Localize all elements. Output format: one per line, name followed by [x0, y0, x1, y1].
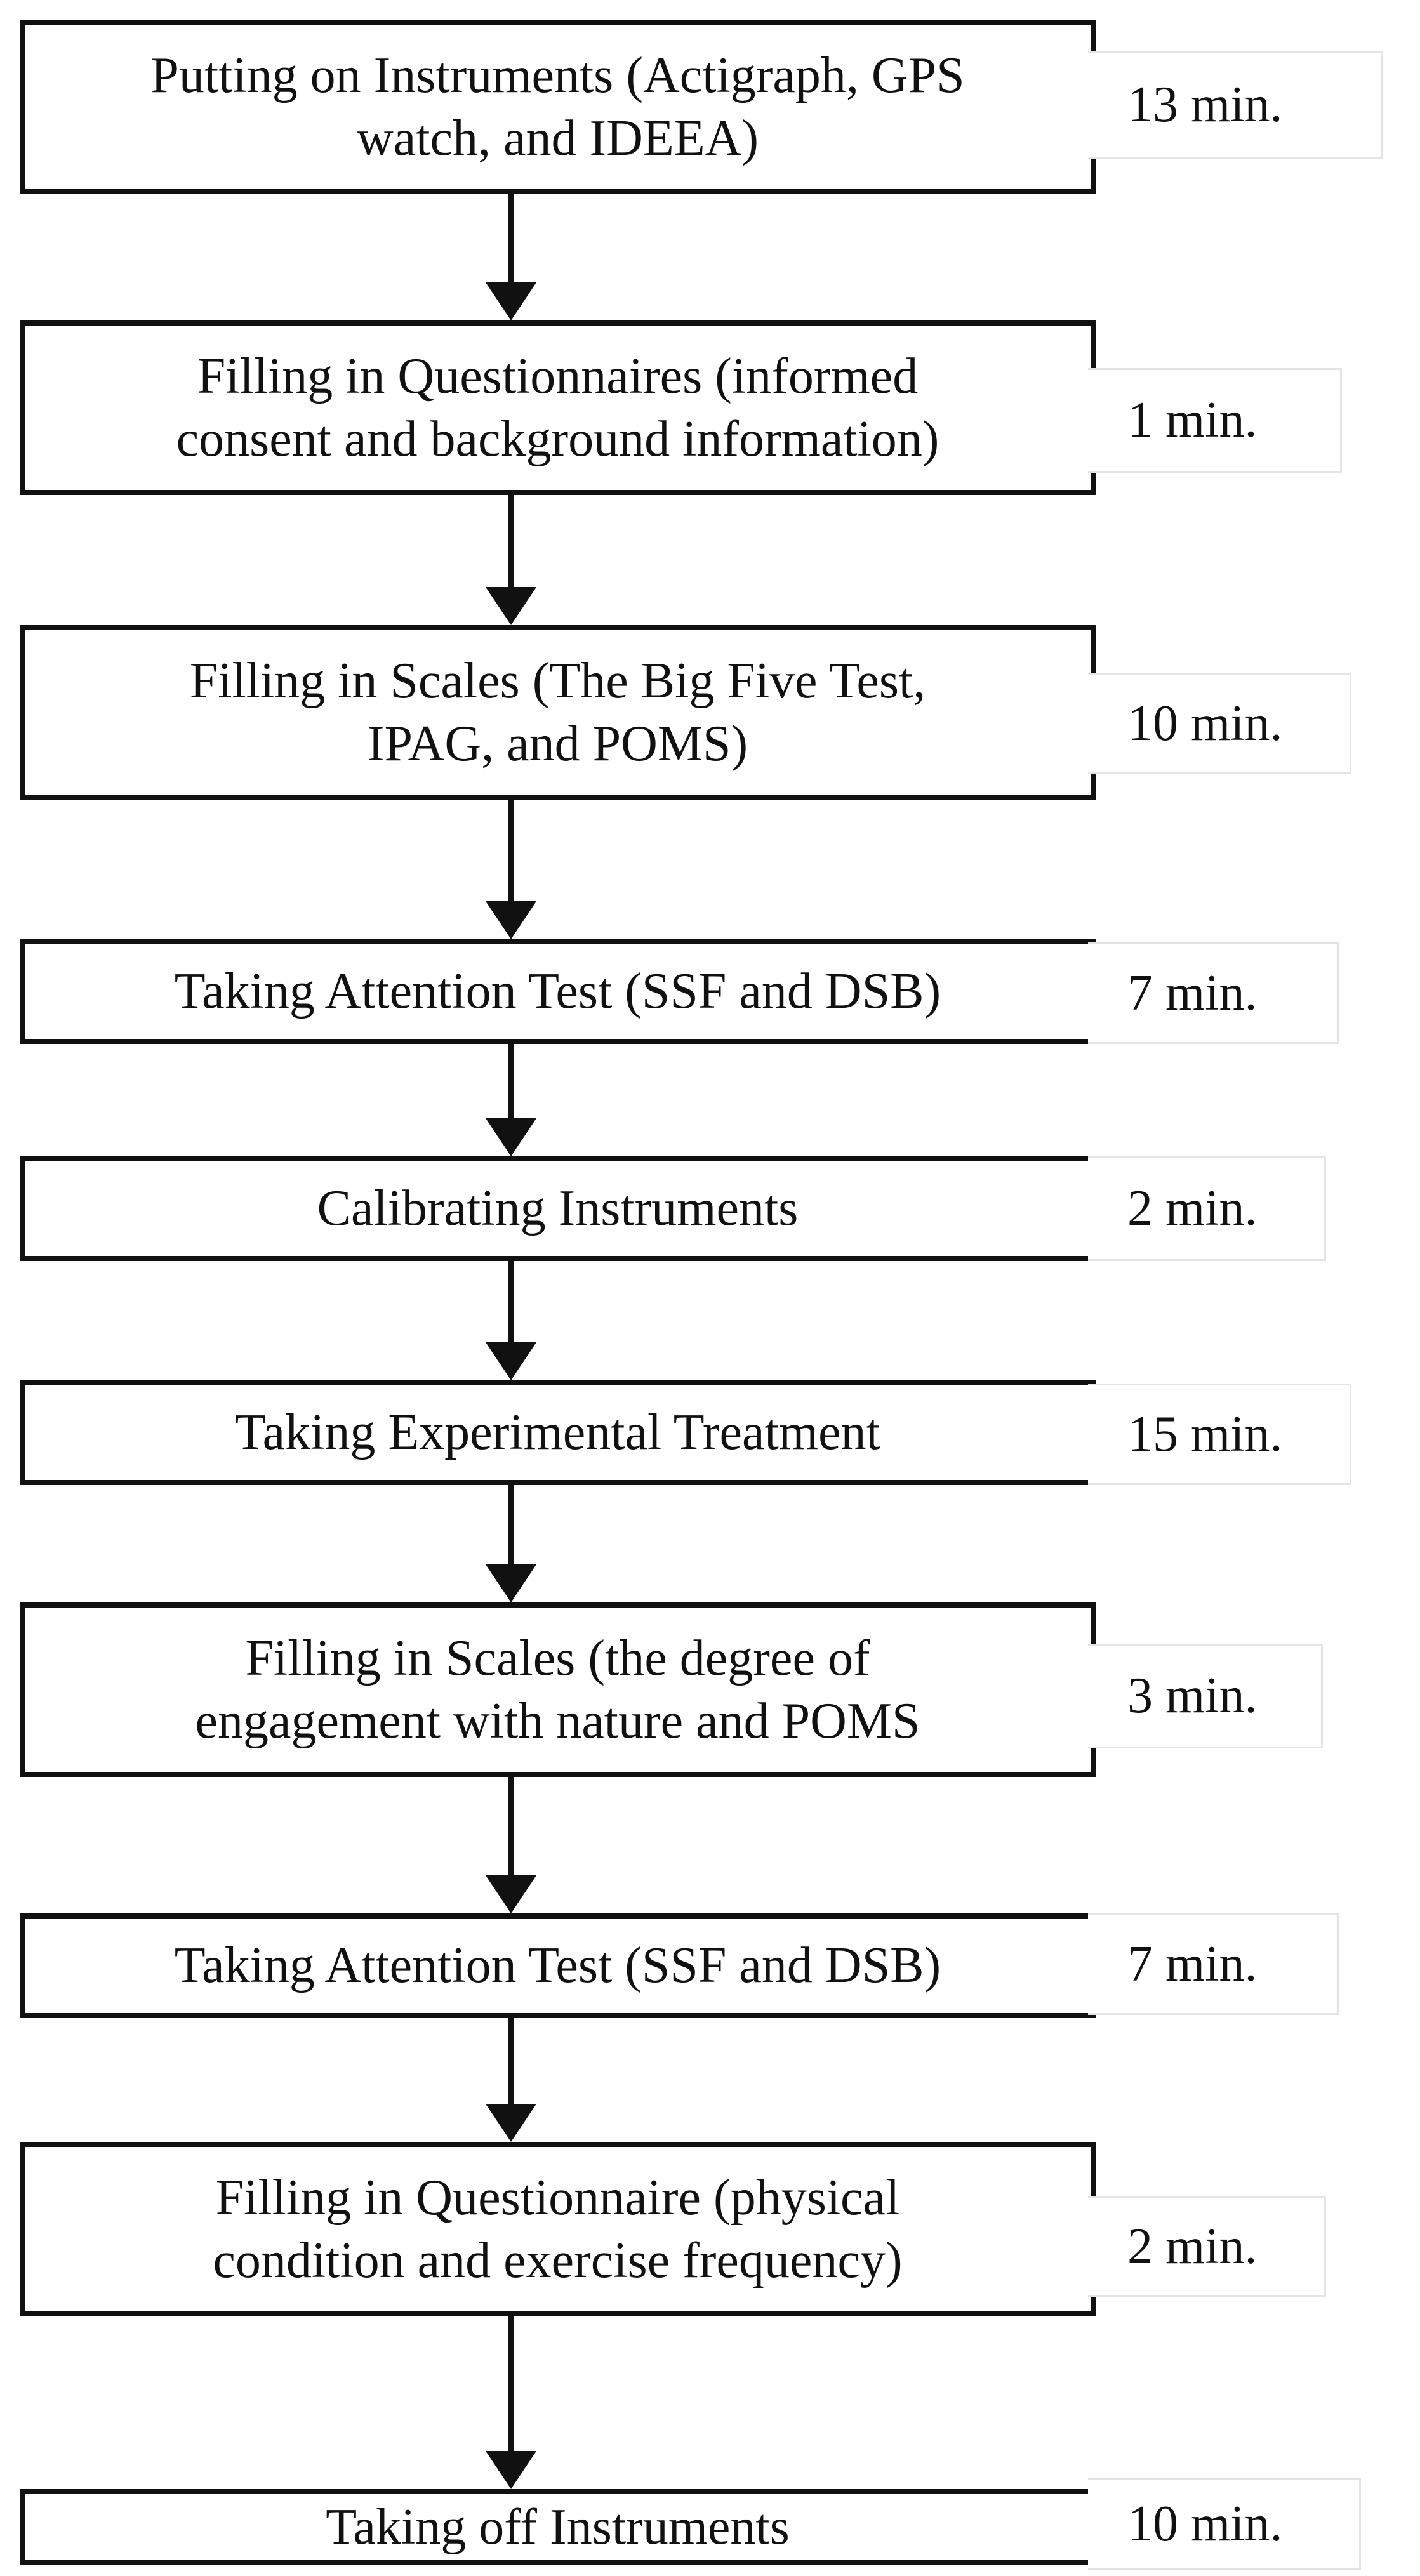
step-text-line: Calibrating Instruments: [317, 1180, 799, 1237]
step-box-filling-questionnaires: Filling in Questionnaires (informed conse…: [20, 320, 1096, 495]
duration-label: 1 min.: [1088, 368, 1342, 473]
step-text-line: consent and background information): [176, 411, 939, 467]
step-box-taking-off-instruments: Taking off Instruments: [20, 2489, 1096, 2565]
duration-label: 2 min.: [1088, 2196, 1326, 2297]
step-box-filling-questionnaire-physical: Filling in Questionnaire (physical condit…: [20, 2142, 1096, 2316]
down-arrow-icon: [486, 2316, 536, 2489]
step-text-line: Taking off Instruments: [326, 2499, 790, 2555]
duration-label: 13 min.: [1088, 51, 1383, 159]
step-text-line: watch, and IDEEA): [356, 110, 759, 166]
duration-label: 10 min.: [1088, 673, 1351, 774]
step-text-line: Filling in Questionnaires (informed: [197, 348, 919, 405]
step-text-line: engagement with nature and POMS: [195, 1693, 920, 1749]
step-text-line: Filling in Questionnaire (physical: [215, 2170, 900, 2226]
down-arrow-icon: [486, 1485, 536, 1602]
down-arrow-icon: [486, 800, 536, 939]
step-text-line: Taking Attention Test (SSF and DSB): [174, 963, 941, 1020]
down-arrow-icon: [486, 194, 536, 320]
step-text-line: IPAG, and POMS): [367, 715, 748, 772]
step-box-experimental-treatment: Taking Experimental Treatment: [20, 1380, 1096, 1485]
step-text-line: Taking Attention Test (SSF and DSB): [174, 1938, 941, 1994]
step-box-putting-on-instruments: Putting on Instruments (Actigraph, GPS wa…: [20, 20, 1096, 194]
down-arrow-icon: [486, 2018, 536, 2142]
down-arrow-icon: [486, 495, 536, 625]
duration-label: 2 min.: [1088, 1156, 1326, 1261]
step-box-filling-scales: Filling in Scales (The Big Five Test,IPA…: [20, 625, 1096, 800]
step-text-line: condition and exercise frequency): [213, 2232, 903, 2289]
down-arrow-icon: [486, 1777, 536, 1913]
step-text-line: Filling in Scales (the degree of: [245, 1630, 870, 1687]
step-text-line: Taking Experimental Treatment: [235, 1404, 880, 1461]
step-text-line: Putting on Instruments (Actigraph, GPS: [150, 48, 965, 104]
step-box-calibrating-instruments: Calibrating Instruments: [20, 1156, 1096, 1261]
step-text-line: Filling in Scales (The Big Five Test,: [189, 653, 926, 710]
down-arrow-icon: [486, 1044, 536, 1156]
duration-label: 10 min.: [1088, 2478, 1361, 2570]
step-box-attention-test-2: Taking Attention Test (SSF and DSB): [20, 1913, 1096, 2018]
step-box-attention-test-1: Taking Attention Test (SSF and DSB): [20, 939, 1096, 1044]
duration-label: 7 min.: [1088, 942, 1339, 1044]
duration-label: 7 min.: [1088, 1913, 1339, 2015]
duration-label: 15 min.: [1088, 1384, 1351, 1485]
down-arrow-icon: [486, 1261, 536, 1380]
duration-label: 3 min.: [1088, 1644, 1323, 1748]
step-box-filling-scales-engagement: Filling in Scales (the degree of engageme…: [20, 1602, 1096, 1777]
